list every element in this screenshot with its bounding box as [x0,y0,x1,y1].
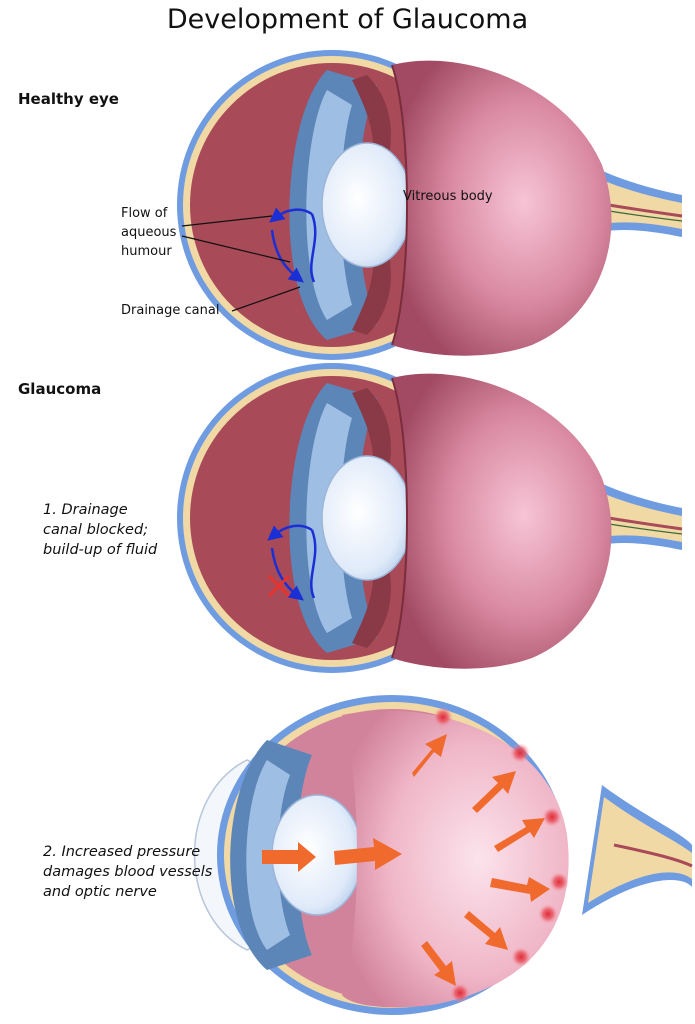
damage-spot [511,947,531,967]
damage-spot [510,743,530,763]
diagram-title: Development of Glaucoma [166,4,529,35]
caption-line: 1. Drainage [43,502,128,518]
leader-line [231,286,301,312]
flow-arrow-icon [310,213,317,283]
blocked-canal-caption: 1. Drainage canal blocked; build-up of f… [43,500,157,560]
flow-label: Flow of aqueous humour [121,204,176,261]
flow-arrow-icon [267,524,313,541]
pressure-arrow-icon [262,842,316,872]
caption-line: 2. Increased pressure [43,844,201,860]
vitreous-body-label: Vitreous body [403,189,493,204]
pressure-arrow-icon [412,734,447,777]
damage-spot [433,707,453,727]
flow-label-line: humour [121,244,172,259]
flow-arrow-icon [269,207,313,223]
blocked-canal-icon [268,575,290,597]
section-heading-glaucoma: Glaucoma [18,380,102,398]
pressure-arrows [262,734,550,986]
flow-label-line: Flow of [121,206,168,221]
leader-line [181,215,273,227]
pressure-arrow-icon [472,771,516,813]
damage-spot [542,807,562,827]
caption-line: and optic nerve [43,884,157,900]
damage-spot [450,983,470,1003]
pressure-eye-illustration [193,695,693,1015]
glaucoma-eye-illustration [175,361,684,675]
drainage-canal-label: Drainage canal [121,303,220,318]
damage-spot [549,872,569,892]
flow-label-line: aqueous [121,225,177,240]
damage-spots [433,707,569,1003]
damage-spot [538,904,558,924]
flow-arrow-icon [270,547,304,601]
flow-arrow-icon [310,529,317,599]
pressure-arrow-icon [334,838,402,870]
leader-line [181,235,291,263]
pressure-arrow-icon [421,941,456,986]
caption-line: build-up of fluid [43,542,158,558]
caption-line: damages blood vessels [43,864,213,880]
pressure-caption: 2. Increased pressure damages blood vess… [43,842,212,902]
section-heading-healthy: Healthy eye [18,90,119,108]
pressure-arrow-icon [464,911,508,950]
pressure-arrow-icon [490,877,550,902]
pressure-arrow-icon [494,818,545,852]
caption-line: canal blocked; [43,522,149,538]
